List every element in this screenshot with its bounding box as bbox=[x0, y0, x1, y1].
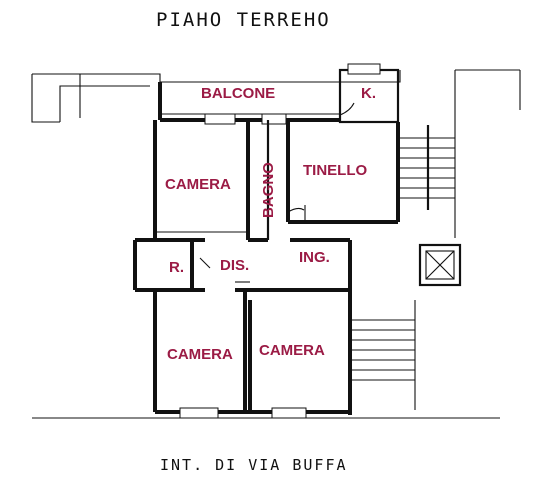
elevator-shaft bbox=[418, 243, 462, 287]
room-label-ripostiglio: R. bbox=[169, 259, 184, 276]
room-label-tinello: TINELLO bbox=[303, 162, 367, 179]
lower-room-walls bbox=[153, 290, 350, 419]
plan-title: PIAHO TERREHO bbox=[156, 9, 331, 31]
staircase-lower bbox=[352, 300, 416, 410]
room-label-camera-bottom-right: CAMERA bbox=[259, 342, 325, 359]
room-label-camera-bottom-left: CAMERA bbox=[167, 346, 233, 363]
staircase-upper bbox=[400, 125, 455, 210]
upper-interior-walls bbox=[153, 120, 400, 240]
kitchen-walls bbox=[338, 63, 400, 124]
room-label-bagno: BAGNO bbox=[260, 162, 277, 218]
room-label-ingresso: ING. bbox=[299, 249, 330, 266]
room-label-balcone: BALCONE bbox=[201, 85, 275, 102]
room-label-camera-top-left: CAMERA bbox=[165, 176, 231, 193]
room-label-kitchen: K. bbox=[361, 85, 376, 102]
street-caption: INT. DI VIA BUFFA bbox=[160, 456, 348, 474]
corridor-walls bbox=[133, 238, 352, 415]
room-label-disimpegno: DIS. bbox=[220, 257, 249, 274]
